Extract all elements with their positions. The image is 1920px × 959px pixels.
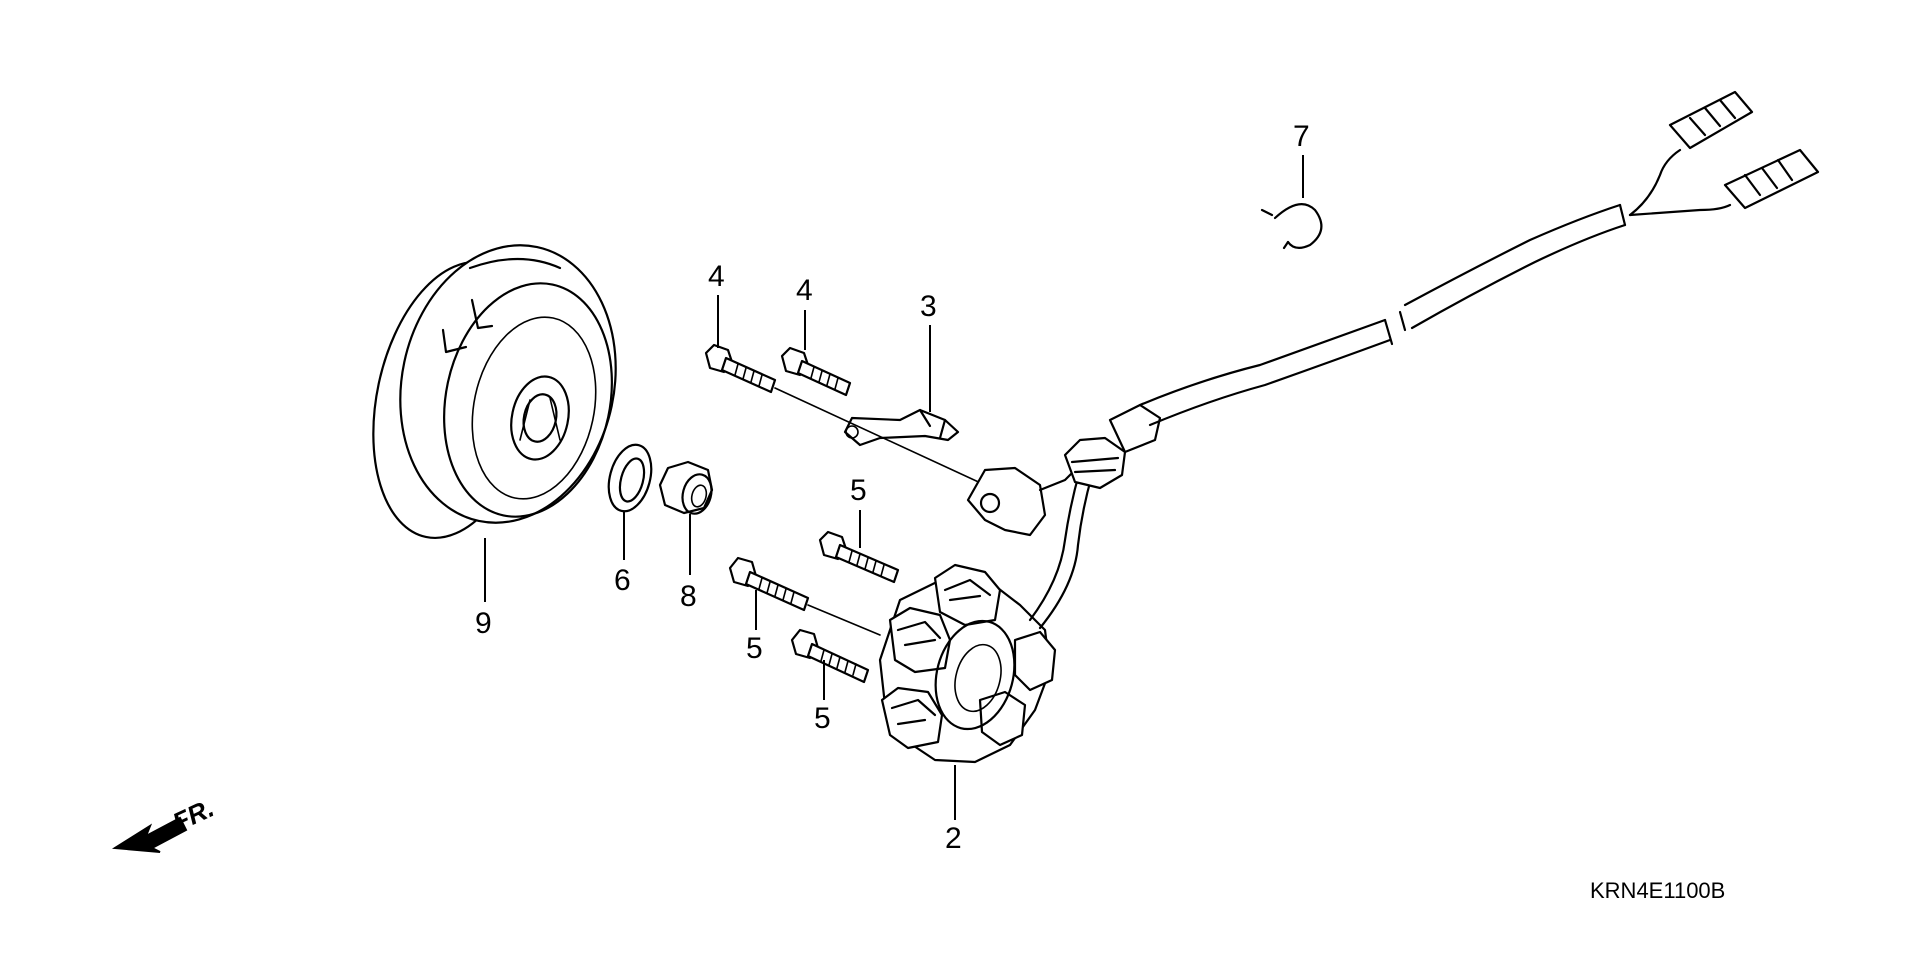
label-part-8: 8 <box>680 580 697 613</box>
part-labels: 2 3 4 4 5 5 5 6 7 8 9 <box>475 120 1310 855</box>
label-part-4b: 4 <box>796 274 813 307</box>
harness-drawing <box>1063 90 1820 490</box>
wire-clamp-drawing <box>843 325 960 447</box>
stator-drawing <box>878 468 1094 820</box>
bolt-4a-drawing <box>704 295 777 394</box>
washer-drawing <box>607 443 653 560</box>
label-part-9: 9 <box>475 607 492 640</box>
label-part-3: 3 <box>920 290 937 323</box>
nut-drawing <box>658 460 714 575</box>
front-direction-indicator: FR. <box>111 793 219 853</box>
label-part-4a: 4 <box>708 260 725 293</box>
pickup-drawing <box>966 466 1077 537</box>
flywheel-drawing <box>372 244 617 602</box>
label-part-5a: 5 <box>850 474 867 507</box>
label-part-5b: 5 <box>746 632 763 665</box>
bolt-5b-drawing <box>728 556 881 636</box>
bolt-4b-drawing <box>780 310 852 397</box>
label-part-7: 7 <box>1293 120 1310 153</box>
label-part-2: 2 <box>945 822 962 855</box>
label-part-6: 6 <box>614 564 631 597</box>
clip-drawing <box>1260 155 1323 250</box>
bolt-5a-drawing <box>818 510 900 584</box>
drawing-code: KRN4E1100B <box>1590 878 1725 903</box>
label-part-5c: 5 <box>814 702 831 735</box>
front-arrow-icon <box>111 816 188 853</box>
bolt-5c-drawing <box>790 628 870 700</box>
